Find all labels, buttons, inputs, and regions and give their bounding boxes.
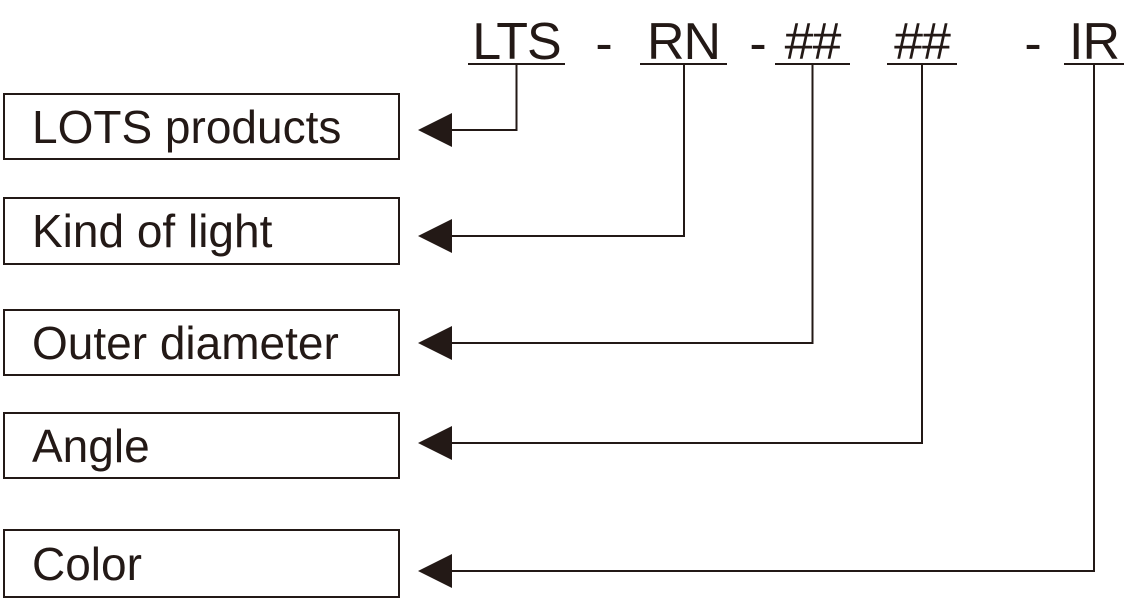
label-box-lots-products: LOTS products bbox=[3, 93, 400, 160]
code-separator: - bbox=[738, 3, 778, 70]
code-separator-text: - bbox=[749, 15, 767, 73]
connector-line bbox=[451, 65, 518, 131]
arrowhead-left-icon bbox=[418, 113, 452, 147]
code-segment-text: LTS bbox=[472, 13, 562, 71]
label-box-kind-of-light: Kind of light bbox=[3, 197, 400, 265]
code-segment-rn: RN bbox=[640, 3, 727, 71]
code-separator-text: - bbox=[1024, 15, 1042, 73]
connector-line bbox=[451, 65, 923, 444]
connector-hash1-to-outer-diameter bbox=[418, 65, 814, 360]
code-separator: - bbox=[584, 3, 624, 70]
label-text: Angle bbox=[32, 419, 150, 472]
label-text: LOTS products bbox=[32, 100, 342, 153]
arrowhead-left-icon bbox=[418, 426, 452, 460]
arrowhead-left-icon bbox=[418, 554, 452, 588]
label-text: Outer diameter bbox=[32, 316, 339, 369]
label-box-angle: Angle bbox=[3, 412, 400, 479]
code-separator-text: - bbox=[595, 15, 613, 73]
arrowhead-left-icon bbox=[418, 219, 452, 253]
label-box-outer-diameter: Outer diameter bbox=[3, 309, 400, 376]
code-segment-angle: ## bbox=[887, 3, 957, 71]
label-text: Color bbox=[32, 537, 142, 590]
code-segment-text: RN bbox=[646, 13, 721, 71]
code-separator: - bbox=[1013, 3, 1053, 70]
code-segment-ir: IR bbox=[1064, 3, 1124, 71]
connector-rn-to-kind-of-light bbox=[418, 65, 685, 253]
connector-lts-to-lots-products bbox=[418, 65, 518, 147]
connector-line bbox=[451, 65, 685, 237]
code-segment-outer-diameter: ## bbox=[775, 3, 850, 71]
connector-line bbox=[451, 65, 1095, 572]
code-segment-lts: LTS bbox=[468, 3, 565, 71]
label-text: Kind of light bbox=[32, 205, 273, 257]
connector-ir-to-color bbox=[418, 65, 1095, 588]
code-segment-text: ## bbox=[894, 13, 951, 71]
connector-line bbox=[451, 65, 814, 344]
code-segment-text: ## bbox=[784, 13, 842, 71]
arrowhead-left-icon bbox=[418, 326, 452, 360]
code-segment-text: IR bbox=[1069, 13, 1120, 71]
label-box-color: Color bbox=[3, 529, 400, 598]
connector-hash2-to-angle bbox=[418, 65, 923, 460]
